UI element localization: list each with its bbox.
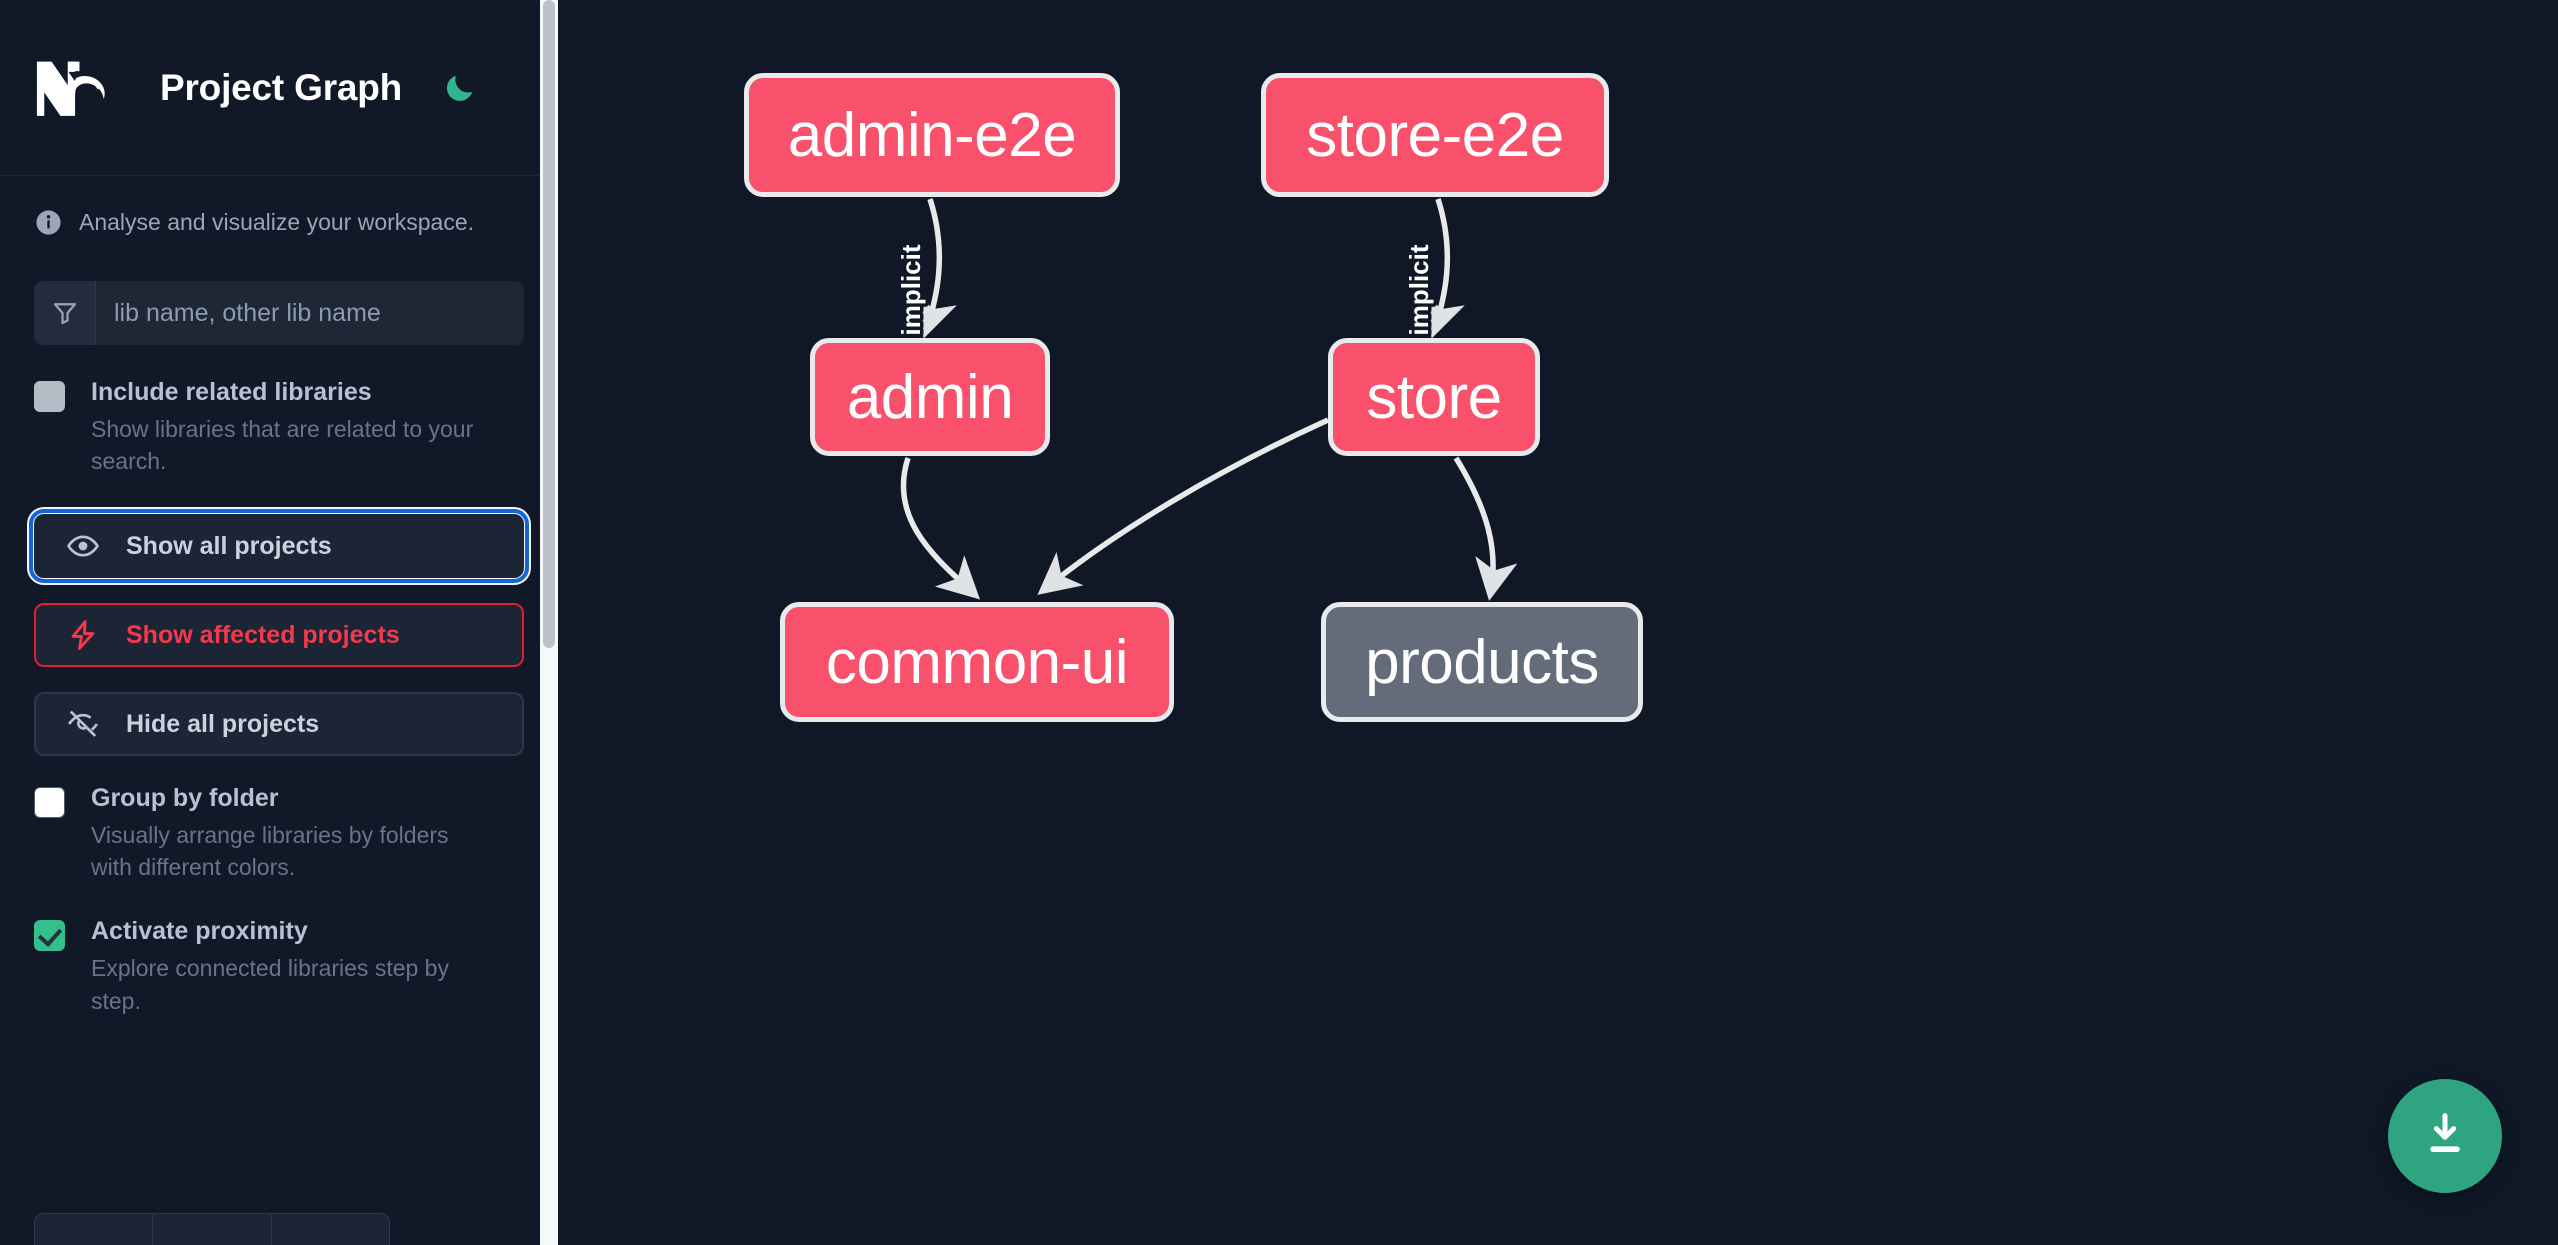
- stepper-segment[interactable]: [272, 1214, 389, 1245]
- option-description: Explore connected libraries step by step…: [91, 954, 449, 1014]
- button-label: Hide all projects: [126, 709, 320, 738]
- lightning-icon: [66, 618, 100, 652]
- graph-node-admin-e2e[interactable]: admin-e2e: [744, 73, 1120, 197]
- node-label: store-e2e: [1306, 100, 1564, 170]
- node-label: admin-e2e: [787, 100, 1077, 170]
- graph-node-products[interactable]: products: [1321, 602, 1643, 722]
- checkbox-include-related-libraries[interactable]: [34, 381, 65, 412]
- project-visibility-buttons: Show all projects Show affected projects: [29, 509, 529, 757]
- edge-store-to-common-ui: [1037, 417, 1330, 595]
- option-group-by-folder[interactable]: Group by folder Visually arrange librari…: [34, 782, 524, 884]
- graph-node-store-e2e[interactable]: store-e2e: [1261, 73, 1609, 197]
- option-description: Show libraries that are related to your …: [91, 415, 474, 475]
- info-icon: [34, 208, 63, 237]
- moon-icon[interactable]: [438, 66, 482, 110]
- node-label: store: [1366, 362, 1502, 432]
- graph-node-store[interactable]: store: [1328, 338, 1540, 456]
- search-input[interactable]: [96, 281, 524, 345]
- node-label: products: [1365, 627, 1599, 697]
- download-icon: [2419, 1108, 2471, 1165]
- option-description: Visually arrange libraries by folders wi…: [91, 821, 449, 881]
- edge-label-group: implicit implicit: [893, 241, 1438, 339]
- show-all-projects-button[interactable]: Show all projects: [29, 509, 529, 584]
- sidebar-body: Include related libraries Show libraries…: [0, 281, 558, 1017]
- show-affected-projects-button[interactable]: Show affected projects: [34, 603, 524, 668]
- filter-search-row: [34, 281, 524, 345]
- node-label: common-ui: [825, 627, 1129, 697]
- sidebar-header: Project Graph: [0, 0, 558, 176]
- nx-logo-icon: [34, 57, 122, 119]
- option-label: Group by folder: [91, 784, 279, 813]
- option-include-related-libraries[interactable]: Include related libraries Show libraries…: [34, 376, 524, 478]
- graph-edges: implicit implicit: [893, 198, 1518, 601]
- workspace-info-text: Analyse and visualize your workspace.: [79, 209, 475, 235]
- edge-store-e2e-to-store: [1424, 198, 1465, 339]
- edge-label-implicit-admin: implicit: [896, 244, 926, 335]
- stepper-segment[interactable]: [35, 1214, 154, 1245]
- eye-off-icon: [66, 707, 100, 741]
- option-label: Activate proximity: [91, 917, 308, 946]
- project-graph-canvas[interactable]: implicit implicit admin-e2e store-e2e ad…: [558, 0, 2558, 1245]
- edge-admin-to-common-ui: [900, 457, 981, 600]
- node-label: admin: [846, 362, 1014, 432]
- graph-node-admin[interactable]: admin: [810, 338, 1050, 456]
- eye-icon: [66, 529, 100, 563]
- stepper-segment[interactable]: [153, 1214, 272, 1245]
- sidebar-scrollbar[interactable]: [540, 0, 558, 1245]
- button-label: Show affected projects: [126, 620, 400, 649]
- option-label: Include related libraries: [91, 378, 372, 406]
- proximity-stepper[interactable]: [34, 1213, 390, 1245]
- option-activate-proximity[interactable]: Activate proximity Explore connected lib…: [34, 915, 524, 1017]
- sidebar: Project Graph Analyse and visualize your…: [0, 0, 558, 1245]
- page-title: Project Graph: [160, 66, 403, 108]
- edge-store-to-products: [1453, 456, 1518, 601]
- download-graph-button[interactable]: [2388, 1079, 2502, 1193]
- edge-label-implicit-store: implicit: [1404, 244, 1434, 335]
- workspace-info: Analyse and visualize your workspace.: [0, 176, 558, 237]
- filter-icon: [34, 281, 96, 345]
- checkbox-activate-proximity[interactable]: [34, 920, 65, 952]
- edge-admin-e2e-to-admin: [916, 198, 957, 339]
- graph-node-common-ui[interactable]: common-ui: [780, 602, 1174, 722]
- button-label: Show all projects: [126, 531, 332, 560]
- sidebar-scrollbar-thumb[interactable]: [543, 0, 555, 648]
- checkbox-group-by-folder[interactable]: [34, 787, 65, 819]
- hide-all-projects-button[interactable]: Hide all projects: [34, 692, 524, 757]
